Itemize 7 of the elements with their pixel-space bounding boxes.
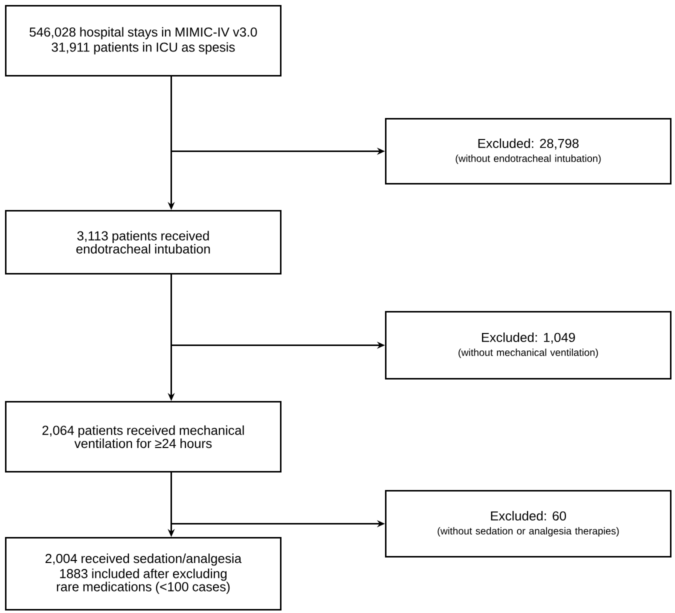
process-box: 2,004 received sedation/analgesia 1883 included after excluding rare medications (<100 cases) (5, 536, 282, 610)
process-box: 546,028 hospital stays in MIMIC-IV v3.0 31,911 patients in ICU as spesis (5, 5, 282, 76)
process-box: 2,064 patients received mechanical ventilation for ≥24 hours (5, 400, 282, 472)
exclusion-box: Excluded: 1,049 (without mechanical ventilation) (385, 311, 672, 380)
exclusion-box: Excluded: 60 (without sedation or analgesia therapies) (385, 490, 672, 558)
exclusion-box: Excluded: 28,798 (without endotracheal intubation) (385, 118, 672, 184)
process-box: 3,113 patients received endotracheal intubation (5, 210, 282, 274)
